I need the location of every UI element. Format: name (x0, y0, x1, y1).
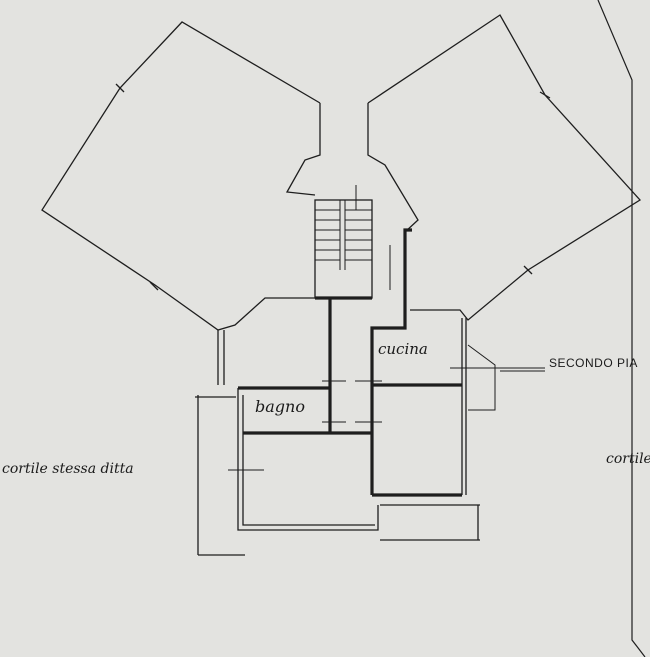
right-wing-outline (367, 14, 642, 321)
stair-core-outline (285, 103, 321, 196)
room-label-bathroom: bagno (255, 397, 305, 416)
staircase (314, 199, 373, 299)
floor-label: SECONDO PIA (549, 356, 638, 370)
lower-room-outline (237, 388, 379, 531)
left-wing-outline (41, 21, 330, 331)
courtyard-left-label: cortile stessa ditta (2, 461, 134, 477)
courtyard-right-label: cortile (606, 451, 650, 467)
room-label-kitchen: cucina (378, 340, 428, 358)
